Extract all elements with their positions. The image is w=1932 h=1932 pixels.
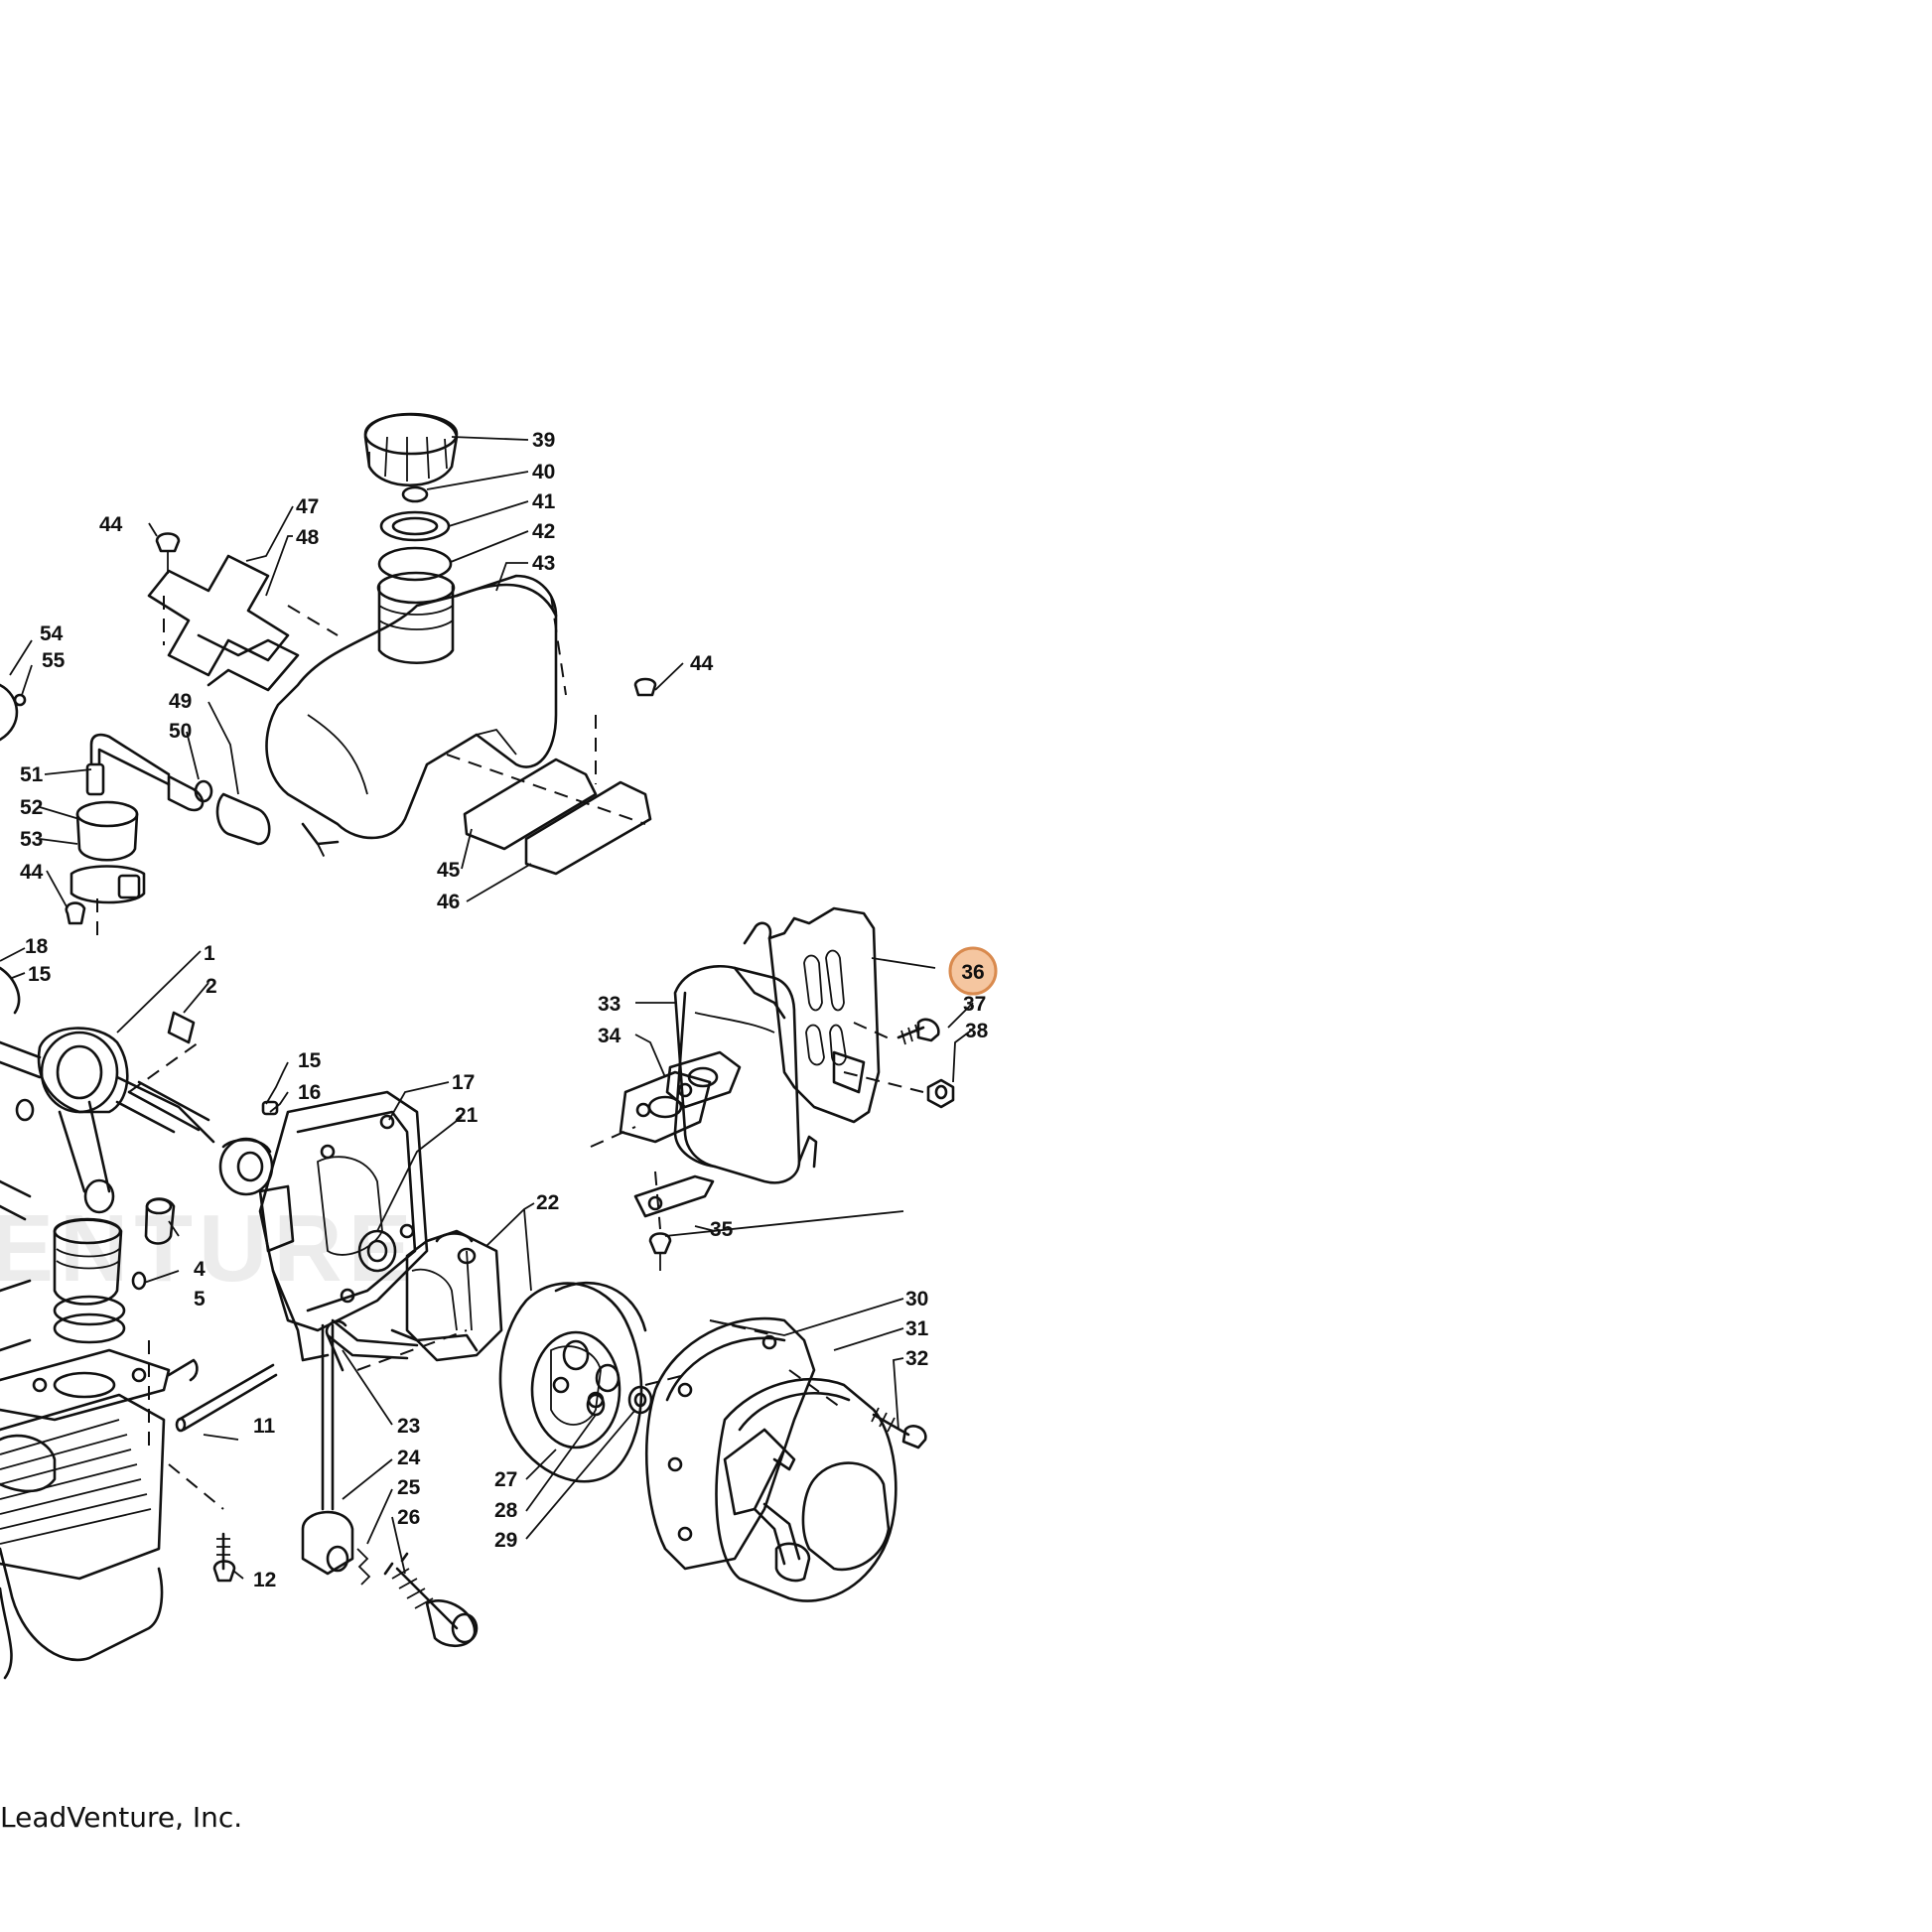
callout-15-left: 15	[28, 963, 52, 986]
callout-39: 39	[532, 429, 555, 452]
part-callouts: 1 2 4 5 11 12 15 15 16 17 18 21 22 23 24…	[20, 429, 989, 1591]
callout-1: 1	[204, 942, 215, 965]
callout-24: 24	[397, 1447, 421, 1469]
callout-4: 4	[194, 1258, 206, 1281]
callout-37: 37	[963, 993, 986, 1016]
crankshaft-group	[0, 966, 215, 1352]
callout-27: 27	[494, 1468, 517, 1491]
copyright-text: LeadVenture, Inc.	[0, 1801, 242, 1834]
callout-42: 42	[532, 520, 555, 543]
callout-40: 40	[532, 461, 555, 483]
callout-44-left: 44	[20, 861, 44, 884]
callout-28: 28	[494, 1499, 518, 1522]
callout-18: 18	[25, 935, 49, 958]
callout-34: 34	[598, 1025, 621, 1047]
callout-52: 52	[20, 796, 43, 819]
callout-51: 51	[20, 763, 44, 786]
fuel-filter-group	[0, 683, 271, 943]
callout-2: 2	[206, 975, 217, 998]
callout-5: 5	[194, 1288, 206, 1311]
watermark-text: ENTURE	[0, 1195, 418, 1302]
callout-54: 54	[40, 622, 64, 645]
callout-11: 11	[253, 1415, 276, 1438]
cylinder-group	[0, 1340, 278, 1680]
callout-17: 17	[452, 1071, 475, 1094]
callout-36[interactable]: 36	[961, 961, 984, 984]
callout-45: 45	[437, 859, 461, 882]
callout-12: 12	[253, 1569, 276, 1591]
callout-26: 26	[397, 1506, 420, 1529]
flywheel-group	[498, 1281, 686, 1483]
callout-49: 49	[169, 690, 192, 713]
muffler-group	[590, 906, 955, 1271]
callout-41: 41	[532, 490, 556, 513]
callout-44-top: 44	[99, 513, 123, 536]
callout-43: 43	[532, 552, 555, 575]
callout-33: 33	[598, 993, 621, 1016]
callout-48: 48	[296, 526, 320, 549]
callout-46: 46	[437, 891, 460, 913]
callout-32: 32	[905, 1347, 928, 1370]
callout-21: 21	[455, 1104, 479, 1127]
starter-group	[644, 1316, 927, 1602]
highlight-marker[interactable]	[948, 946, 998, 996]
callout-23: 23	[397, 1415, 420, 1438]
highlighted-callout-36[interactable]: 36	[948, 946, 998, 996]
callout-35: 35	[710, 1218, 734, 1241]
callout-22: 22	[536, 1191, 559, 1214]
callout-25: 25	[397, 1476, 421, 1499]
callout-30: 30	[905, 1288, 928, 1311]
callout-16: 16	[298, 1081, 321, 1104]
callout-44-right: 44	[690, 652, 714, 675]
callout-47: 47	[296, 495, 319, 518]
callout-31: 31	[905, 1317, 929, 1340]
ignition-group	[301, 1229, 503, 1647]
leader-lines	[0, 436, 974, 1580]
callout-55: 55	[42, 649, 66, 672]
fuel-tank-group	[147, 412, 657, 876]
callout-50: 50	[169, 720, 192, 743]
callout-29: 29	[494, 1529, 517, 1552]
callout-53: 53	[20, 828, 43, 851]
callout-38: 38	[965, 1020, 989, 1042]
callout-15: 15	[298, 1049, 322, 1072]
